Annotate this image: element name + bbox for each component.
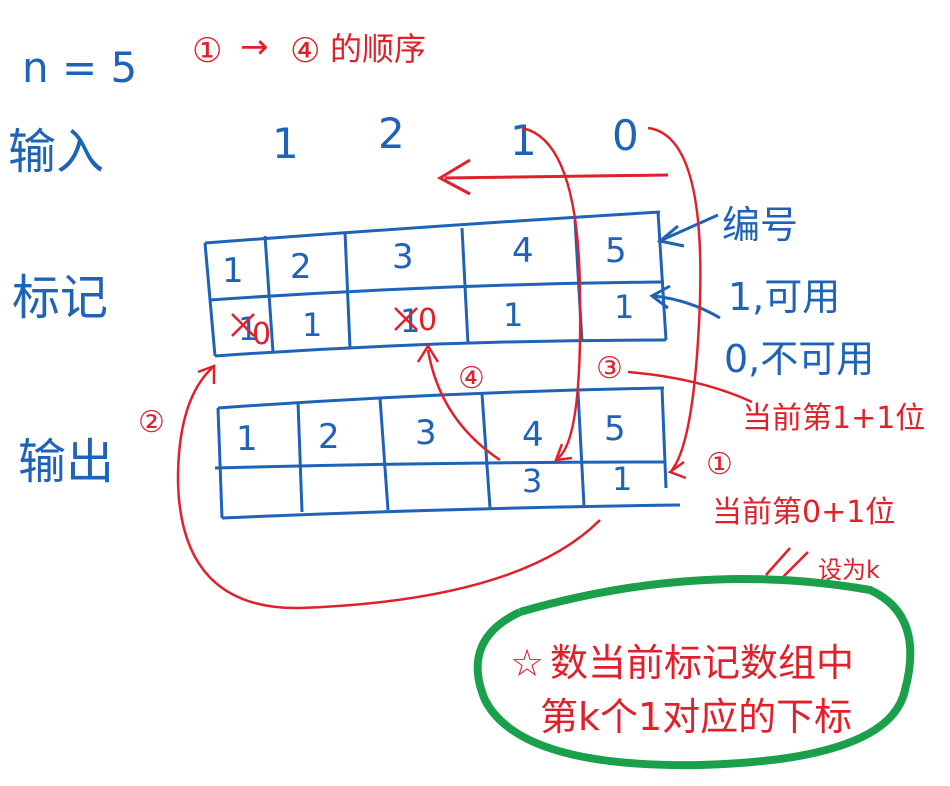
crossed-flag: 0 (252, 317, 271, 352)
step4-marker: ④ (458, 361, 485, 396)
mark-number: 5 (605, 231, 627, 271)
flag-pointer (649, 284, 721, 320)
mark-flag: 1 (400, 302, 420, 340)
input-value: 1 (272, 119, 299, 168)
output-value: 3 (522, 462, 542, 500)
annotation-available: 1,可用 (728, 275, 840, 319)
mark-flag: 1 (503, 296, 523, 334)
note-line2: 第k个1对应的下标 (540, 695, 852, 739)
note-line1: 数当前标记数组中 (550, 641, 854, 685)
numbering-pointer (656, 213, 719, 248)
annotation-set-k: 设为k (818, 556, 880, 584)
star-icon: ☆ (510, 641, 544, 685)
output-value: 1 (612, 460, 632, 498)
set-k-tick (765, 547, 809, 579)
mark-number: 1 (222, 251, 244, 291)
output-number: 5 (604, 409, 626, 449)
mark-number: 2 (290, 247, 312, 287)
annotation-numbering: 编号 (722, 203, 798, 247)
reverse-order-arrow (436, 158, 669, 196)
n-label: n = 5 (22, 43, 137, 92)
order-end-marker: ④ (290, 31, 320, 71)
note-ellipse (473, 575, 915, 770)
strike-mark (231, 307, 418, 337)
output-number: 3 (415, 413, 437, 453)
output-number: 1 (236, 419, 258, 459)
mark-flag: 1 (302, 306, 322, 344)
row-label-input: 输入 (8, 124, 104, 180)
annotation-current-1plus1: 当前第1+1位 (742, 401, 925, 436)
mark-number: 3 (392, 237, 414, 277)
order-start-marker: ① (192, 31, 222, 71)
input-value: 2 (378, 109, 405, 158)
order-text: 的顺序 (330, 30, 426, 68)
output-number: 2 (318, 417, 340, 457)
row-label-mark: 标记 (12, 270, 108, 326)
crossed-flag: 0 (418, 303, 437, 338)
input-value: 0 (612, 111, 639, 160)
input-value: 1 (510, 116, 537, 165)
mark-number: 4 (512, 231, 534, 271)
mark-table-grid (203, 210, 668, 358)
step1-marker: ① (706, 447, 733, 482)
annotation-current-0plus1: 当前第0+1位 (712, 495, 895, 530)
mark-flag: 1 (614, 288, 634, 326)
step3-marker: ③ (596, 351, 623, 386)
order-arrow: → (240, 27, 269, 67)
step2-marker: ② (138, 405, 165, 440)
flow-arrows (176, 126, 702, 610)
output-number: 4 (522, 415, 544, 455)
annotation-unavailable: 0,不可用 (724, 337, 874, 381)
row-label-output: 输出 (18, 434, 114, 490)
